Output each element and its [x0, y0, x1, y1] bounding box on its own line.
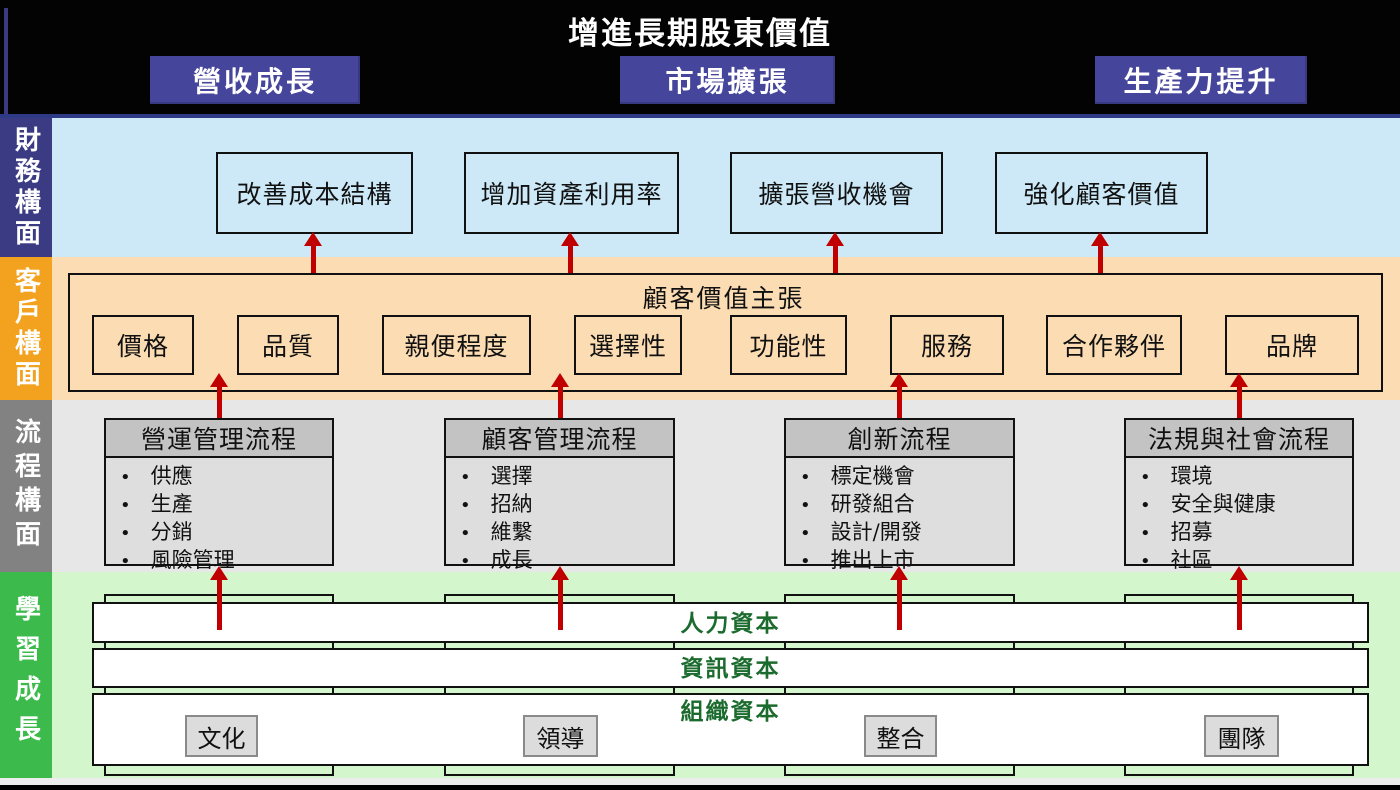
process-group-title: 法規與社會流程: [1126, 420, 1352, 458]
org-box-alignment: 整合: [864, 715, 937, 757]
process-item: 分銷: [120, 519, 326, 547]
up-arrow-icon: [210, 373, 228, 418]
up-arrow-icon: [561, 232, 579, 273]
process-item: 成長: [460, 547, 667, 575]
org-box-culture: 文化: [185, 715, 258, 757]
customer-box-quality: 品質: [237, 315, 339, 375]
financial-box-customer-value: 強化顧客價值: [995, 152, 1208, 234]
process-item: 環境: [1140, 463, 1346, 491]
process-item: 社區: [1140, 547, 1346, 575]
process-item: 安全與健康: [1140, 491, 1346, 519]
up-arrow-icon: [890, 566, 908, 630]
up-arrow-icon: [1091, 232, 1109, 273]
process-item: 標定機會: [800, 463, 1007, 491]
sidebar-customer-perspective: 客戶構面: [0, 257, 52, 400]
customer-value-proposition-frame: [68, 273, 1383, 392]
footer-black-strip: [0, 785, 1400, 790]
up-arrow-icon: [551, 566, 569, 630]
financial-box-asset-utilization: 增加資產利用率: [464, 152, 679, 234]
process-group-operations: 營運管理流程 供應 生產 分銷 風險管理: [104, 418, 334, 572]
up-arrow-icon: [890, 373, 908, 418]
process-group-innovation: 創新流程 標定機會 研發組合 設計/開發 推出上市: [784, 418, 1015, 572]
process-item: 設計/開發: [800, 519, 1007, 547]
process-item: 招募: [1140, 519, 1346, 547]
organization-capital-bar: 組織資本: [92, 693, 1369, 766]
process-item: 供應: [120, 463, 326, 491]
customer-box-selection: 選擇性: [574, 315, 682, 375]
process-group-title: 顧客管理流程: [446, 420, 673, 458]
sidebar-financial-perspective: 財務構面: [0, 118, 52, 257]
page-title: 增進長期股東價值: [568, 16, 832, 52]
process-item: 選擇: [460, 463, 667, 491]
customer-box-service: 服務: [890, 315, 1004, 375]
up-arrow-icon: [826, 232, 844, 273]
process-item: 維繫: [460, 519, 667, 547]
org-box-teamwork: 團隊: [1204, 715, 1279, 757]
up-arrow-icon: [210, 566, 228, 630]
process-group-regulatory-social: 法規與社會流程 環境 安全與健康 招募 社區: [1124, 418, 1354, 572]
org-box-leadership: 領導: [523, 715, 598, 757]
financial-box-revenue-opportunity: 擴張營收機會: [730, 152, 943, 234]
footer-light-strip: [0, 778, 1400, 785]
financial-box-cost-structure: 改善成本結構: [216, 152, 413, 234]
up-arrow-icon: [1230, 566, 1248, 630]
information-capital-bar: 資訊資本: [92, 648, 1369, 688]
sidebar-learning-growth: 學習成長: [0, 572, 52, 778]
up-arrow-icon: [551, 373, 569, 418]
process-group-title: 營運管理流程: [106, 420, 332, 458]
customer-box-price: 價格: [92, 315, 194, 375]
header-left-accent: [4, 8, 8, 114]
process-item: 研發組合: [800, 491, 1007, 519]
up-arrow-icon: [1230, 373, 1248, 418]
strategy-box-market-expansion: 市場擴張: [620, 56, 835, 104]
customer-box-partnership: 合作夥伴: [1046, 315, 1182, 375]
customer-value-proposition-title: 顧客價值主張: [642, 284, 805, 313]
process-group-title: 創新流程: [786, 420, 1013, 458]
customer-band: [0, 257, 1400, 400]
up-arrow-icon: [304, 232, 322, 273]
human-capital-bar: 人力資本: [92, 602, 1369, 643]
sidebar-process-perspective: 流程構面: [0, 400, 52, 572]
customer-box-brand: 品牌: [1225, 315, 1359, 375]
header-divider: [0, 114, 1400, 118]
strategy-box-productivity: 生產力提升: [1095, 56, 1307, 104]
process-group-customer-mgmt: 顧客管理流程 選擇 招納 維繫 成長: [444, 418, 675, 572]
customer-box-convenience: 親便程度: [382, 315, 531, 375]
customer-box-functionality: 功能性: [730, 315, 847, 375]
process-item: 生產: [120, 491, 326, 519]
process-item: 招納: [460, 491, 667, 519]
strategy-box-revenue-growth: 營收成長: [150, 56, 360, 104]
